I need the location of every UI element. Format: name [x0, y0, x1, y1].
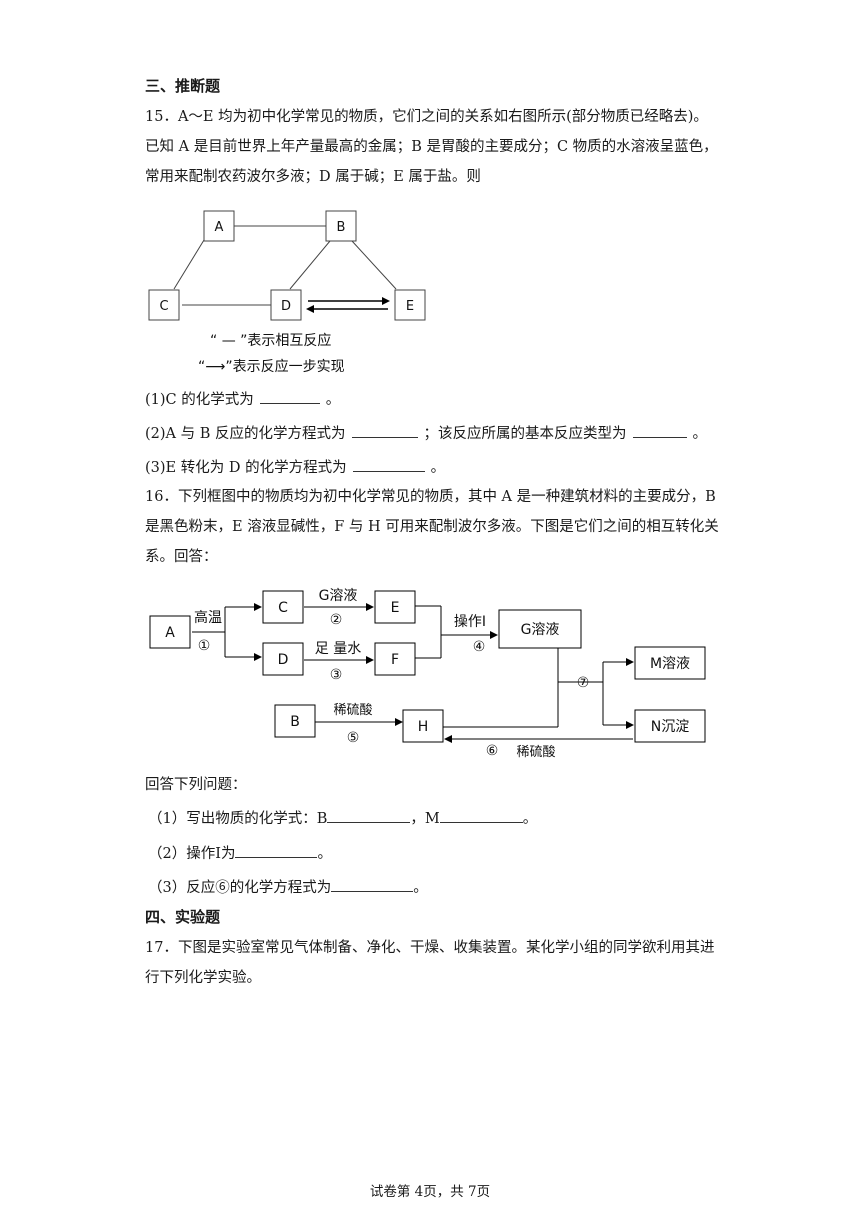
label-reaction-1: ①	[198, 638, 211, 654]
node-d: D	[281, 299, 291, 314]
box-a: A	[165, 625, 175, 641]
label-reaction-6: ⑥	[486, 743, 499, 759]
question-16-sub-3: （3）反应⑥的化学方程式为。	[148, 876, 428, 897]
label-water: 足 量水	[315, 641, 361, 657]
node-c: C	[159, 299, 168, 314]
question-16-intro: 回答下列问题：	[145, 777, 247, 793]
answer-blank[interactable]	[327, 808, 411, 823]
label-gaowen: 高温	[194, 609, 222, 626]
box-b: B	[290, 714, 300, 730]
box-c: C	[278, 600, 288, 616]
answer-blank[interactable]	[352, 457, 425, 472]
label-reaction-4: ④	[473, 639, 486, 655]
question-15-sub-2: (2)A 与 B 反应的化学方程式为；该反应所属的基本反应类型为。	[145, 422, 707, 443]
question-16-text: 16．下列框图中的物质均为初中化学常见的物质，其中 A 是一种建筑材料的主要成分…	[145, 489, 719, 565]
box-n: N沉淀	[651, 719, 689, 735]
box-m: M溶液	[650, 656, 690, 672]
label-reaction-3: ③	[330, 667, 343, 683]
question-16-sub-2: （2）操作I为。	[148, 842, 332, 863]
legend-convert: “⟶”表示反应一步实现	[198, 358, 345, 375]
question-17-text: 17．下图是实验室常见气体制备、净化、干燥、收集装置。某化学小组的同学欲利用其进…	[145, 940, 715, 986]
answer-blank[interactable]	[331, 877, 414, 892]
answer-blank[interactable]	[351, 423, 418, 438]
node-a: A	[215, 220, 224, 235]
box-h: H	[418, 719, 429, 735]
question-16-sub-1: （1）写出物质的化学式：B，M。	[148, 807, 537, 828]
section-heading-inference: 三、推断题	[145, 77, 221, 95]
box-g: G溶液	[521, 622, 560, 638]
legend-react: “ — ”表示相互反应	[210, 332, 331, 349]
answer-blank[interactable]	[439, 808, 523, 823]
label-acid-2: 稀硫酸	[516, 745, 555, 760]
answer-blank[interactable]	[632, 423, 687, 438]
box-f: F	[391, 652, 399, 668]
question-16-flowchart: A C D E F G溶液 M溶液 N沉淀 B H 高温 ① G溶液 ② 足 量…	[149, 588, 706, 760]
question-15-diagram: A B C D E “ — ”表示相互反应 “⟶”表示反应一步实现	[148, 210, 426, 375]
page-footer: 试卷第 4页，共 7页	[369, 1184, 491, 1200]
box-d: D	[278, 652, 289, 668]
node-b: B	[337, 220, 346, 235]
box-e: E	[391, 600, 400, 616]
answer-blank[interactable]	[235, 843, 318, 858]
section-heading-experiment: 四、实验题	[145, 908, 221, 926]
label-reaction-7: ⑦	[577, 675, 590, 691]
question-15-text: 15．A～E 均为初中化学常见的物质，它们之间的关系如右图所示(部分物质已经略去…	[145, 109, 718, 185]
label-operation: 操作I	[454, 614, 486, 630]
question-15-sub-1: (1)C 的化学式为。	[145, 388, 340, 409]
answer-blank[interactable]	[259, 389, 320, 404]
label-reaction-5: ⑤	[347, 730, 360, 746]
node-e: E	[406, 299, 414, 314]
label-g-solution: G溶液	[319, 588, 358, 604]
question-15-sub-3: (3)E 转化为 D 的化学方程式为。	[145, 456, 445, 477]
label-reaction-2: ②	[330, 612, 343, 628]
label-acid-1: 稀硫酸	[333, 703, 372, 718]
